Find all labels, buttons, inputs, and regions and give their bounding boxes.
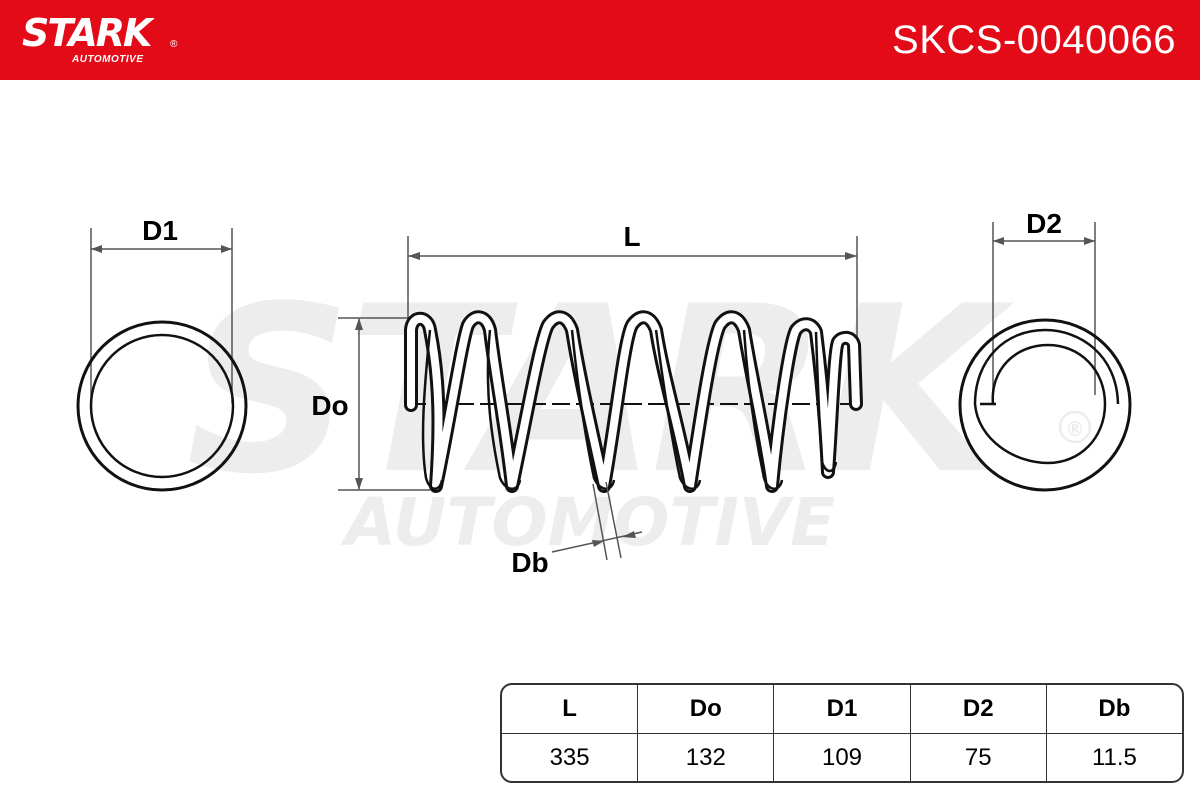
l-label: L <box>623 221 640 252</box>
d2-label: D2 <box>1026 208 1062 239</box>
watermark-registered-circle <box>1058 410 1092 444</box>
d1-coil-inner <box>89 333 235 479</box>
db-arrow-right <box>622 531 636 538</box>
spec-header-do: Do <box>637 685 773 733</box>
l-arrow-right <box>845 252 857 260</box>
d2-arrow-left <box>993 237 1004 245</box>
do-arrow-top <box>355 318 363 330</box>
d1-arrow-left <box>91 245 102 253</box>
part-number: SKCS-0040066 <box>892 18 1176 62</box>
d2-coil-spiral <box>973 328 1120 465</box>
logo-wordmark: STARK <box>22 11 152 55</box>
l-arrow-left <box>408 252 420 260</box>
d2-coil-outer <box>958 318 1132 492</box>
d1-coil-outer <box>76 320 248 492</box>
logo-subtitle: AUTOMOTIVE <box>72 54 144 65</box>
spring-coil-back <box>421 329 838 490</box>
d1-label: D1 <box>142 215 178 246</box>
spec-header-l: L <box>562 695 577 722</box>
spec-value-d2: 75 <box>909 734 1046 781</box>
spec-value-db: 11.5 <box>1045 734 1182 781</box>
db-extension-right <box>605 481 622 559</box>
spec-value-d1: 109 <box>773 734 909 781</box>
do-label: Do <box>311 390 348 421</box>
d2-end-view: D2 <box>958 208 1132 492</box>
spec-value-l: 335 <box>549 744 590 771</box>
db-extension-left <box>592 483 608 561</box>
spec-table-header-row: L Do D1 D2 Db <box>502 685 1182 734</box>
d1-end-view: D1 <box>76 215 248 492</box>
db-label: Db <box>511 547 548 578</box>
d2-arrow-right <box>1084 237 1095 245</box>
do-arrow-bottom <box>355 478 363 490</box>
logo-registered-mark: ® <box>170 39 178 50</box>
spec-header-db: Db <box>1045 685 1182 733</box>
header-bar: STARK ® AUTOMOTIVE SKCS-0040066 <box>0 0 1200 80</box>
spec-table-value-row: 335 132 109 75 11.5 <box>502 734 1182 781</box>
spring-coil-front-inner <box>407 313 860 490</box>
spring-side-view: L Do Db <box>311 221 863 578</box>
db-arrow-left <box>592 540 604 547</box>
spec-header-d1: D1 <box>773 685 909 733</box>
watermark-registered: ® <box>1065 417 1085 441</box>
spec-table: L Do D1 D2 Db 335 132 109 75 11.5 <box>500 683 1184 783</box>
watermark: STARK AUTOMOTIVE ® <box>186 258 1092 561</box>
spec-value-do: 132 <box>637 734 773 781</box>
spec-header-d2: D2 <box>909 685 1046 733</box>
watermark-sub: AUTOMOTIVE <box>340 484 835 561</box>
brand-logo: STARK ® AUTOMOTIVE <box>22 11 177 65</box>
d1-arrow-right <box>221 245 232 253</box>
